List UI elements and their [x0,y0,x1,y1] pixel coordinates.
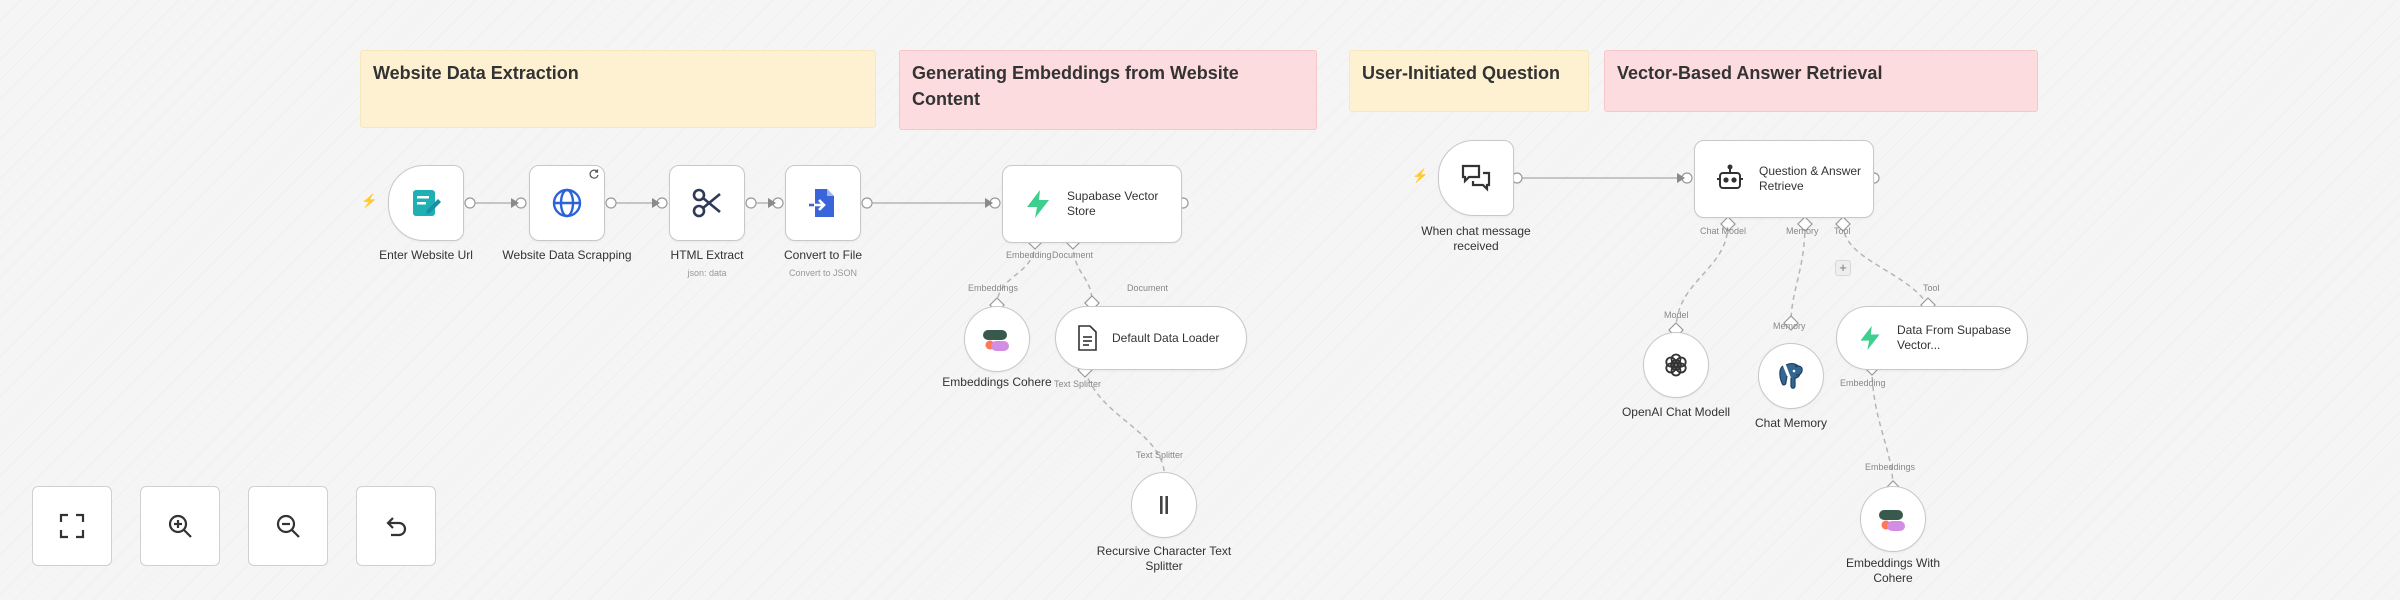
node-label: Website Data Scrapping [502,248,632,262]
zoom-in-icon [165,511,195,541]
node-recursive-text-splitter[interactable] [1131,472,1197,538]
sticky-note-title: Generating Embeddings from Website Conte… [912,63,1239,109]
sticky-note-title: User-Initiated Question [1362,63,1561,83]
node-embeddings-with-cohere[interactable] [1860,486,1926,552]
node-sublabel: json: data [687,268,727,278]
fit-view-icon [57,511,87,541]
refresh-badge-icon [588,168,600,180]
zoom-in-button[interactable] [140,486,220,566]
handle-label: Tool [1923,283,1940,293]
openai-icon [1662,351,1690,379]
node-title: Supabase Vector Store [1067,189,1159,218]
node-title: Question & Answer Retrieve [1759,164,1862,193]
node-when-chat-message-received[interactable] [1438,140,1514,216]
node-enter-website-url[interactable] [388,165,464,241]
node-html-extract[interactable] [669,165,745,241]
cohere-icon [982,324,1012,354]
postgres-icon [1776,361,1806,391]
sticky-note-title: Vector-Based Answer Retrieval [1617,63,1883,83]
node-convert-to-file[interactable] [785,165,861,241]
node-label: Embeddings With Cohere [1845,556,1941,585]
node-label: Embeddings Cohere [942,375,1052,389]
supabase-icon [1857,324,1883,352]
chat-icon [1459,161,1493,195]
reset-zoom-button[interactable] [356,486,436,566]
trigger-bolt-icon: ⚡ [361,193,378,208]
supabase-icon [1023,188,1053,220]
zoom-out-icon [273,511,303,541]
handle-label: Chat Model [1700,226,1747,236]
scissors-icon [690,186,724,220]
node-supabase-vector-store[interactable]: Supabase Vector Store [1002,165,1182,243]
node-title: Data From Supabase Vector... [1897,323,2012,352]
handle-label: Embeddings [1865,462,1916,472]
trigger-bolt-icon: ⚡ [1412,168,1429,183]
zoom-out-button[interactable] [248,486,328,566]
node-label: HTML Extract [670,248,744,262]
document-icon [1076,325,1098,351]
sticky-note-user-initiated-question[interactable]: User-Initiated Question [1349,50,1589,112]
node-label: Enter Website Url [379,248,473,262]
node-default-data-loader[interactable]: Default Data Loader [1055,306,1247,370]
sticky-note-website-data-extraction[interactable]: Website Data Extraction [360,50,876,128]
node-data-from-supabase-vector[interactable]: Data From Supabase Vector... [1836,306,2028,370]
cohere-icon [1878,504,1908,534]
handle-label: Embedding [1840,378,1886,388]
node-label: Convert to File [783,248,863,262]
globe-icon [550,186,584,220]
dashed-connection [1084,369,1166,481]
dashed-connection [996,242,1036,306]
sticky-note-vector-answer-retrieval[interactable]: Vector-Based Answer Retrieval [1604,50,2038,112]
handle-label: Embeddings [968,283,1019,293]
handle-label: Document [1127,283,1169,293]
node-title: Default Data Loader [1112,330,1220,345]
dashed-connection [1842,223,1929,306]
handle-label: Embedding [1006,250,1052,260]
handle-label: Text Splitter [1054,379,1102,389]
dashed-connection [1790,223,1806,324]
handle-label: Memory [1773,321,1806,331]
sticky-note-generating-embeddings[interactable]: Generating Embeddings from Website Conte… [899,50,1317,130]
node-label: Chat Memory [1754,416,1828,430]
splitter-icon [1151,492,1177,518]
undo-icon [381,511,411,541]
handle-label: Model [1664,310,1689,320]
handle-label: Memory [1786,226,1819,236]
node-question-answer-retrieve[interactable]: Question & Answer Retrieve [1694,140,1874,218]
node-website-data-scrapping[interactable] [529,165,605,241]
file-export-icon [806,186,840,220]
node-label: When chat message received [1421,224,1531,253]
add-tool-button[interactable]: + [1835,260,1851,276]
node-chat-memory[interactable] [1758,343,1824,409]
handle-label: Tool [1834,226,1851,236]
sticky-note-title: Website Data Extraction [373,63,579,83]
node-embeddings-cohere[interactable] [964,306,1030,372]
node-openai-chat-model[interactable] [1643,332,1709,398]
handle-label: Text Splitter [1136,450,1184,460]
robot-icon [1715,164,1745,194]
node-label: OpenAI Chat Modell [1621,405,1731,419]
node-label: Recursive Character Text Splitter [1096,544,1232,573]
node-sublabel: Convert to JSON [788,268,858,278]
fit-view-button[interactable] [32,486,112,566]
form-icon [409,186,443,220]
dashed-connection [1871,367,1894,489]
handle-label: Document [1052,250,1094,260]
